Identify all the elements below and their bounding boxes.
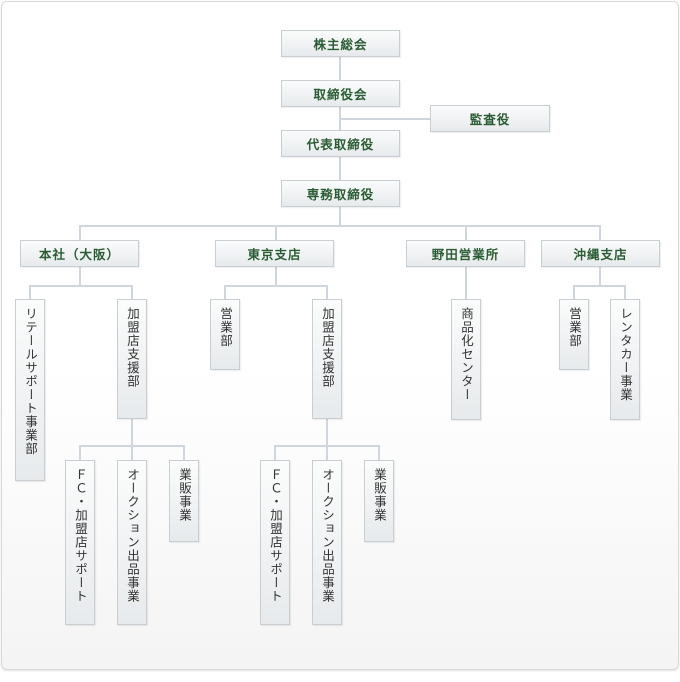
dept-sales-label: 営業部 — [218, 307, 233, 348]
dept-retail-support-label: リテールサポート事業部 — [23, 307, 38, 456]
senior-managing-director-box: 専務取締役 — [281, 180, 400, 207]
section-auction-label: オークション出品事業 — [320, 468, 335, 603]
connector-line — [326, 285, 328, 300]
connector-line — [224, 285, 226, 300]
connector-line — [79, 225, 81, 241]
connector-line — [339, 206, 341, 226]
dept-retail-support-box: リテールサポート事業部 — [15, 299, 45, 481]
connector-line — [326, 445, 328, 461]
connector-line — [465, 225, 467, 241]
connector-line — [340, 118, 430, 120]
dept-franchise-support-osaka-box: 加盟店支援部 — [117, 299, 147, 419]
dept-rental-car-label: レンタカー事業 — [618, 307, 633, 402]
office-osaka-box: 本社（大阪） — [20, 240, 139, 267]
office-okinawa-box: 沖縄支店 — [541, 240, 660, 267]
connector-line — [79, 266, 81, 286]
connector-line — [274, 445, 276, 461]
shareholders-meeting-box: 株主総会 — [281, 30, 400, 57]
representative-director-box: 代表取締役 — [281, 130, 400, 157]
connector-line — [224, 285, 328, 287]
connector-line — [79, 225, 601, 227]
dept-franchise-support-label: 加盟店支援部 — [320, 307, 335, 388]
section-auction-tokyo-box: オークション出品事業 — [312, 460, 342, 625]
connector-line — [29, 285, 133, 287]
connector-line — [131, 445, 133, 461]
connector-line — [465, 266, 467, 300]
connector-line — [599, 225, 601, 241]
section-auction-osaka-box: オークション出品事業 — [117, 460, 147, 625]
section-wholesale-tokyo-box: 業販事業 — [364, 460, 394, 542]
connector-line — [183, 445, 185, 461]
connector-line — [131, 285, 133, 300]
dept-product-center-label: 商品化センター — [459, 307, 474, 402]
dept-sales-label: 営業部 — [567, 307, 582, 348]
section-fc-support-label: ＦＣ・加盟店サポート — [268, 468, 283, 603]
board-of-directors-box: 取締役会 — [281, 80, 400, 107]
connector-line — [275, 266, 277, 286]
section-fc-support-label: ＦＣ・加盟店サポート — [73, 468, 88, 603]
section-wholesale-label: 業販事業 — [372, 468, 387, 522]
section-fc-support-tokyo-box: ＦＣ・加盟店サポート — [260, 460, 290, 625]
connector-line — [29, 285, 31, 300]
section-fc-support-osaka-box: ＦＣ・加盟店サポート — [65, 460, 95, 625]
dept-product-center-box: 商品化センター — [451, 299, 481, 420]
connector-line — [624, 285, 626, 300]
section-wholesale-label: 業販事業 — [177, 468, 192, 522]
office-tokyo-box: 東京支店 — [215, 240, 334, 267]
dept-franchise-support-label: 加盟店支援部 — [125, 307, 140, 388]
connector-line — [573, 285, 575, 300]
section-auction-label: オークション出品事業 — [125, 468, 140, 603]
section-wholesale-osaka-box: 業販事業 — [169, 460, 199, 542]
connector-line — [275, 225, 277, 241]
connector-line — [326, 418, 328, 446]
office-noda-box: 野田営業所 — [406, 240, 525, 267]
dept-rental-car-box: レンタカー事業 — [610, 299, 640, 420]
connector-line — [378, 445, 380, 461]
connector-line — [599, 266, 601, 286]
connector-line — [573, 285, 626, 287]
connector-line — [79, 445, 81, 461]
dept-franchise-support-tokyo-box: 加盟店支援部 — [312, 299, 342, 419]
dept-sales-tokyo-box: 営業部 — [210, 299, 240, 370]
connector-line — [131, 418, 133, 446]
dept-sales-okinawa-box: 営業部 — [559, 299, 589, 370]
auditor-box: 監査役 — [430, 105, 550, 132]
